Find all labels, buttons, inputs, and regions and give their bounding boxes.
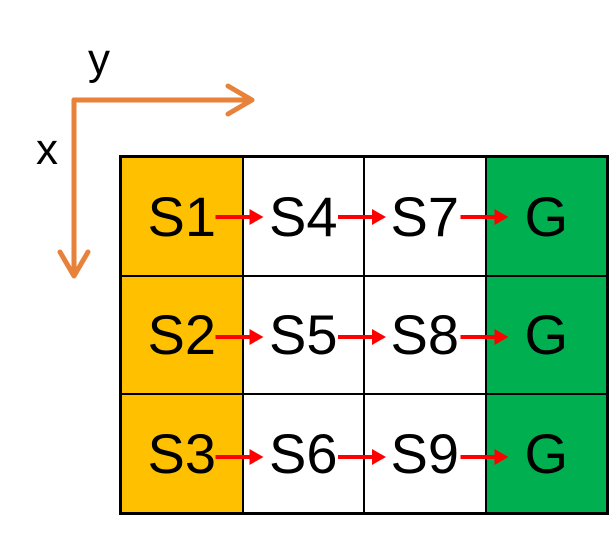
cell-goal-row3: G — [485, 394, 607, 513]
cell-s6: S6 — [242, 394, 364, 513]
state-grid: S1 S4 S7 G S2 S5 S8 G S3 S6 S9 G — [119, 155, 609, 515]
cell-goal-row1: G — [485, 157, 607, 276]
cell-s5: S5 — [242, 275, 364, 395]
cell-s2: S2 — [121, 275, 243, 395]
cell-s3: S3 — [121, 394, 243, 513]
cell-s8: S8 — [364, 275, 486, 395]
y-axis-label: y — [88, 35, 110, 84]
cell-s1: S1 — [121, 157, 243, 276]
cell-s4: S4 — [242, 157, 364, 276]
y-axis-arrowhead — [225, 83, 255, 117]
cell-s9: S9 — [364, 394, 486, 513]
cell-goal-row2: G — [485, 275, 607, 395]
x-axis-label: x — [36, 125, 58, 174]
x-axis-arrowhead — [57, 249, 91, 279]
cell-s7: S7 — [364, 157, 486, 276]
